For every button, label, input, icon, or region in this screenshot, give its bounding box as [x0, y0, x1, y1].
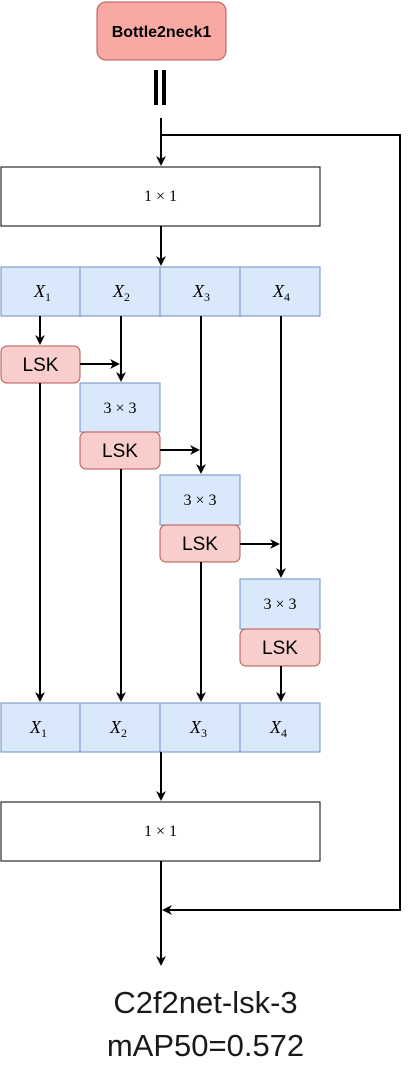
- split-bottom-row: X1 X2 X3 X4: [0, 702, 321, 753]
- lsk-3-label: LSK: [182, 534, 218, 555]
- double-bar-right: [162, 70, 166, 105]
- split-bottom-label-1: X1: [29, 717, 47, 740]
- lsk-2-label: LSK: [102, 441, 138, 462]
- split-bottom-label-2: X2: [109, 717, 127, 740]
- double-bar-left: [154, 70, 158, 105]
- caption-model-name: C2f2net-lsk-3: [113, 985, 298, 1020]
- split-top-label-4: X4: [272, 281, 290, 304]
- conv3-1-label: 3 × 3: [103, 400, 136, 417]
- split-bottom-label-3: X3: [189, 717, 207, 740]
- bottle2neck-label: Bottle2neck1: [112, 24, 212, 41]
- split-bottom-label-4: X4: [269, 717, 287, 740]
- conv3-2-label: 3 × 3: [183, 492, 216, 509]
- split-top-label-3: X3: [192, 281, 210, 304]
- residual-shortcut: [161, 134, 401, 915]
- lsk-4-label: LSK: [262, 638, 298, 659]
- split-top-cell-4: [239, 266, 321, 317]
- split-bottom-cell-2: [79, 702, 161, 753]
- conv-top-label: 1 × 1: [144, 188, 177, 205]
- split-top-cell-3: [159, 266, 241, 317]
- lsk-1-label: LSK: [23, 355, 59, 376]
- split-top-label-1: X1: [33, 281, 51, 304]
- split-bottom-cell-1: [0, 702, 81, 753]
- split-top-row: X1 X2 X3 X4: [0, 266, 321, 317]
- split-bottom-cell-3: [159, 702, 241, 753]
- bottle2neck-block: [96, 1, 227, 61]
- conv-bottom-box: [0, 801, 321, 862]
- conv3-3-box: [239, 578, 321, 630]
- split-bottom-cell-4: [239, 702, 321, 753]
- conv-bottom-label: 1 × 1: [144, 823, 177, 840]
- caption-map50: mAP50=0.572: [106, 1028, 305, 1063]
- conv3-2-box: [159, 474, 241, 526]
- conv-top-box: [0, 166, 321, 227]
- conv3-3-label: 3 × 3: [263, 596, 296, 613]
- split-top-label-2: X2: [112, 281, 130, 304]
